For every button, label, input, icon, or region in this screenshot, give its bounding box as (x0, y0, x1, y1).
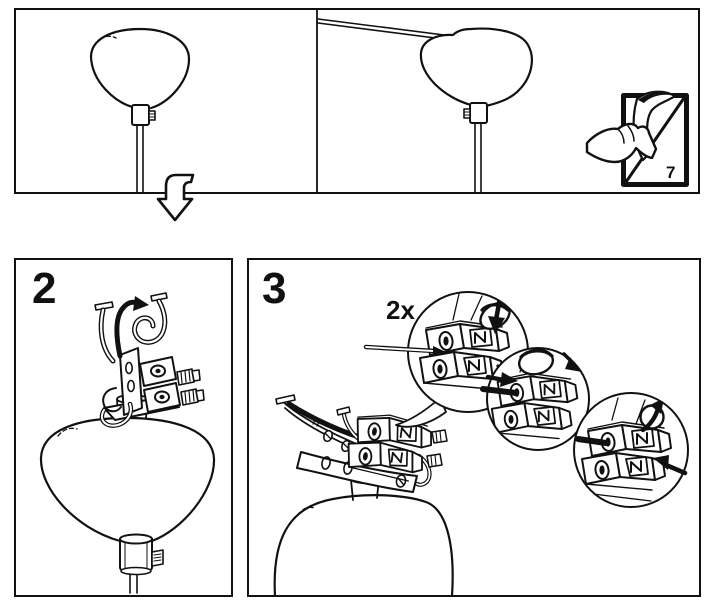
panel-step-2: 2 (14, 258, 233, 597)
bracket-plate (296, 451, 418, 493)
bend-arrow-head (133, 296, 149, 311)
page-turn-icon: 7 (585, 90, 689, 187)
hand-icon (585, 122, 658, 164)
step-number: 3 (262, 264, 286, 313)
canopy-with-cord (89, 27, 191, 192)
ceiling-cord (317, 18, 453, 41)
wire-end-cap (336, 406, 351, 416)
step3-illustration: 3 (262, 264, 689, 595)
callout-tail (395, 397, 447, 428)
step2-illustration: 2 (32, 264, 216, 594)
stripped-wire (365, 346, 434, 352)
terminal-screws (176, 368, 205, 406)
page-curl-shadow (638, 91, 677, 103)
wires (94, 292, 168, 364)
intro-illustration: 7 (89, 10, 689, 192)
bracket-hook (102, 387, 122, 413)
cord-holder (119, 533, 164, 594)
wire-end-cap (94, 301, 114, 311)
second-wire-arrow (653, 455, 669, 470)
bend-arrow (114, 299, 140, 359)
lamp-canopy (273, 494, 454, 595)
inserted-cable (480, 386, 519, 396)
step-number: 2 (32, 264, 56, 313)
quantity-label: 2x (386, 295, 415, 325)
bracket-with-terminal (99, 347, 205, 428)
terminal-block (343, 409, 448, 485)
magnifier-insert-wire (480, 347, 590, 451)
terminal-screws (426, 429, 448, 468)
panel-intro: 7 (14, 8, 700, 194)
inserted-cable (575, 436, 609, 446)
cord (136, 124, 144, 192)
arm-end-flange (275, 394, 296, 405)
canopy-hung-on-hook (317, 18, 533, 192)
magnifier-close-lever (573, 392, 689, 508)
lamp-canopy (39, 416, 216, 543)
next-direction-arrow (565, 357, 582, 372)
down-arrow-icon (156, 173, 195, 222)
cord (474, 122, 482, 192)
page-number: 7 (666, 163, 675, 182)
panel-step-3: 3 (247, 258, 701, 597)
hooked-wire (133, 299, 166, 344)
wire-end-cap (150, 292, 168, 302)
